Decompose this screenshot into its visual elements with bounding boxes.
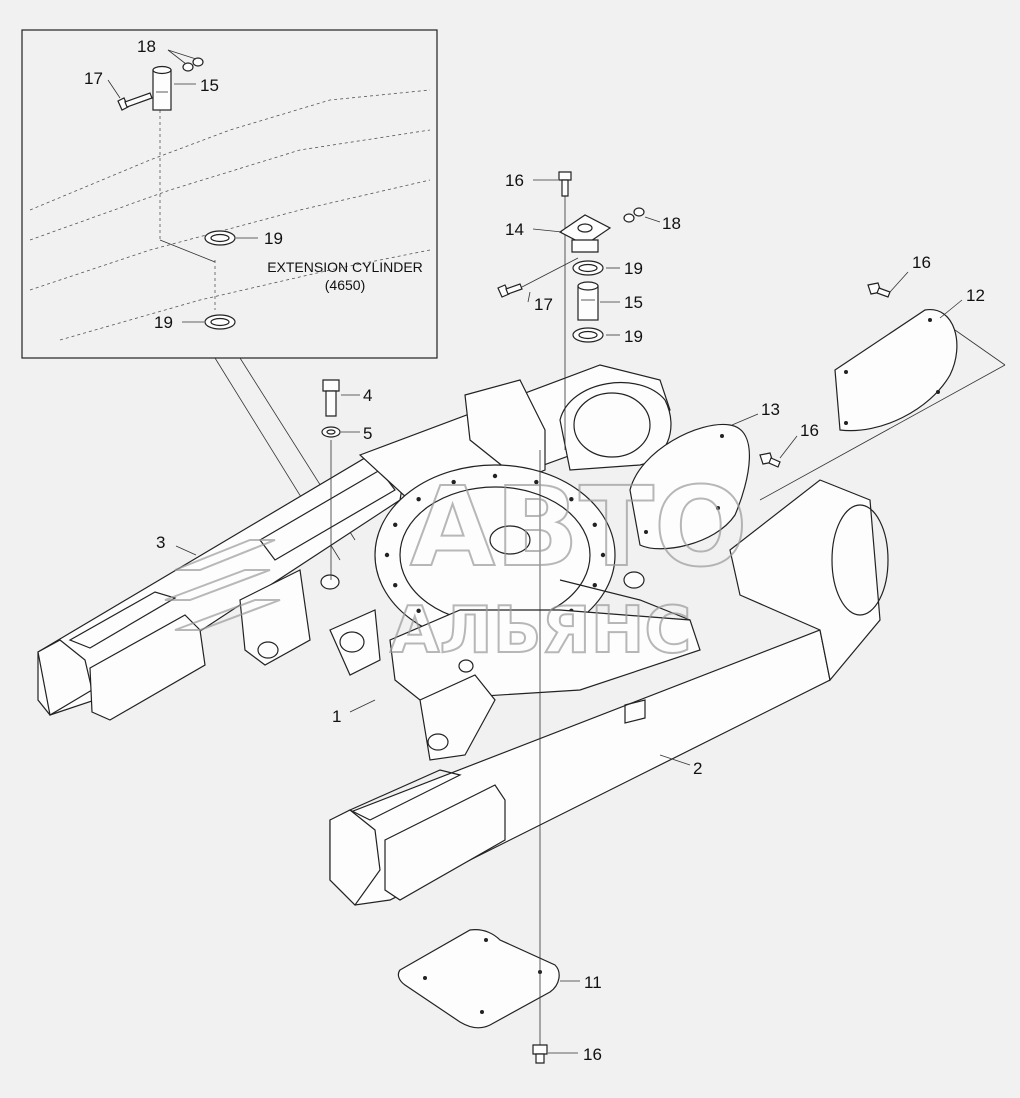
blade-lug-right (419, 674, 496, 761)
cover-plate-11 (397, 929, 560, 1029)
callout-5: 5 (363, 424, 372, 443)
bearing-bolt-hole (600, 552, 606, 558)
svg-text:АВТО: АВТО (410, 463, 748, 591)
callout-19: 19 (264, 229, 283, 248)
callout-16: 16 (800, 421, 819, 440)
inset-panel: 18 17 15 19 19 EXTENSION CYLINDER (4650) (21, 29, 438, 359)
callout-18: 18 (662, 214, 681, 233)
callout-16: 16 (912, 253, 931, 272)
blade-lug-left (239, 569, 381, 676)
bearing-bolt-hole (416, 608, 421, 614)
bearing-bolt-hole (592, 583, 597, 588)
bolt-icon (117, 92, 153, 111)
callout-13: 13 (761, 400, 780, 419)
callout-2: 2 (693, 759, 702, 778)
bolt-icon (322, 379, 340, 417)
svg-text:АЛЬЯНС: АЛЬЯНС (390, 594, 691, 668)
bearing-bolt-hole (416, 496, 421, 502)
callout-14: 14 (505, 220, 524, 239)
bolt-icon (497, 257, 579, 298)
track-frame (37, 364, 889, 906)
pin-icon (152, 65, 172, 111)
washer-icon (572, 327, 604, 343)
cover-plate-13 (629, 423, 751, 550)
nut-icon (623, 207, 645, 223)
callout-16: 16 (505, 171, 524, 190)
idler-bracket (559, 381, 672, 471)
callout-11: 11 (584, 973, 602, 992)
callout-12: 12 (966, 286, 985, 305)
inset-note-code: (4650) (325, 277, 365, 293)
callout-19: 19 (624, 259, 643, 278)
bolt-icon (759, 452, 781, 468)
bearing-bolt-hole (534, 479, 539, 485)
watermark-logo: АВТО АЛЬЯНС (164, 462, 749, 669)
washer-icon (321, 426, 341, 438)
side-frame-right (329, 479, 889, 906)
bearing-bolt-hole (393, 522, 398, 527)
bracket-plate-14 (558, 214, 612, 253)
callout-19: 19 (154, 313, 173, 332)
callout-16: 16 (583, 1045, 602, 1064)
callout-17: 17 (84, 69, 103, 88)
pin-icon (577, 281, 599, 321)
bearing-bolt-hole (384, 552, 390, 558)
callout-4: 4 (363, 386, 372, 405)
bearing-bolt-hole (569, 496, 574, 502)
callout-15: 15 (200, 76, 219, 95)
bearing-bolt-hole (592, 522, 597, 527)
callout-15: 15 (624, 293, 643, 312)
washer-icon (204, 314, 236, 330)
cover-plate-12 (759, 309, 1006, 501)
callout-1: 1 (332, 707, 341, 726)
callout-18: 18 (137, 37, 156, 56)
callout-3: 3 (156, 533, 165, 552)
leader-lines (175, 179, 963, 1054)
bolt-icon (558, 171, 572, 197)
bearing-bolt-hole (451, 479, 456, 485)
bolt-icon (867, 282, 891, 298)
washer-icon (572, 260, 604, 276)
nut-icon (167, 49, 204, 72)
bearing-bolt-hole (393, 583, 398, 588)
bolt-icon (532, 1044, 548, 1064)
inset-note-title: EXTENSION CYLINDER (267, 259, 423, 275)
bearing-bolt-hole (492, 473, 498, 479)
callout-17: 17 (534, 295, 553, 314)
washer-icon (204, 230, 236, 246)
callout-19: 19 (624, 327, 643, 346)
